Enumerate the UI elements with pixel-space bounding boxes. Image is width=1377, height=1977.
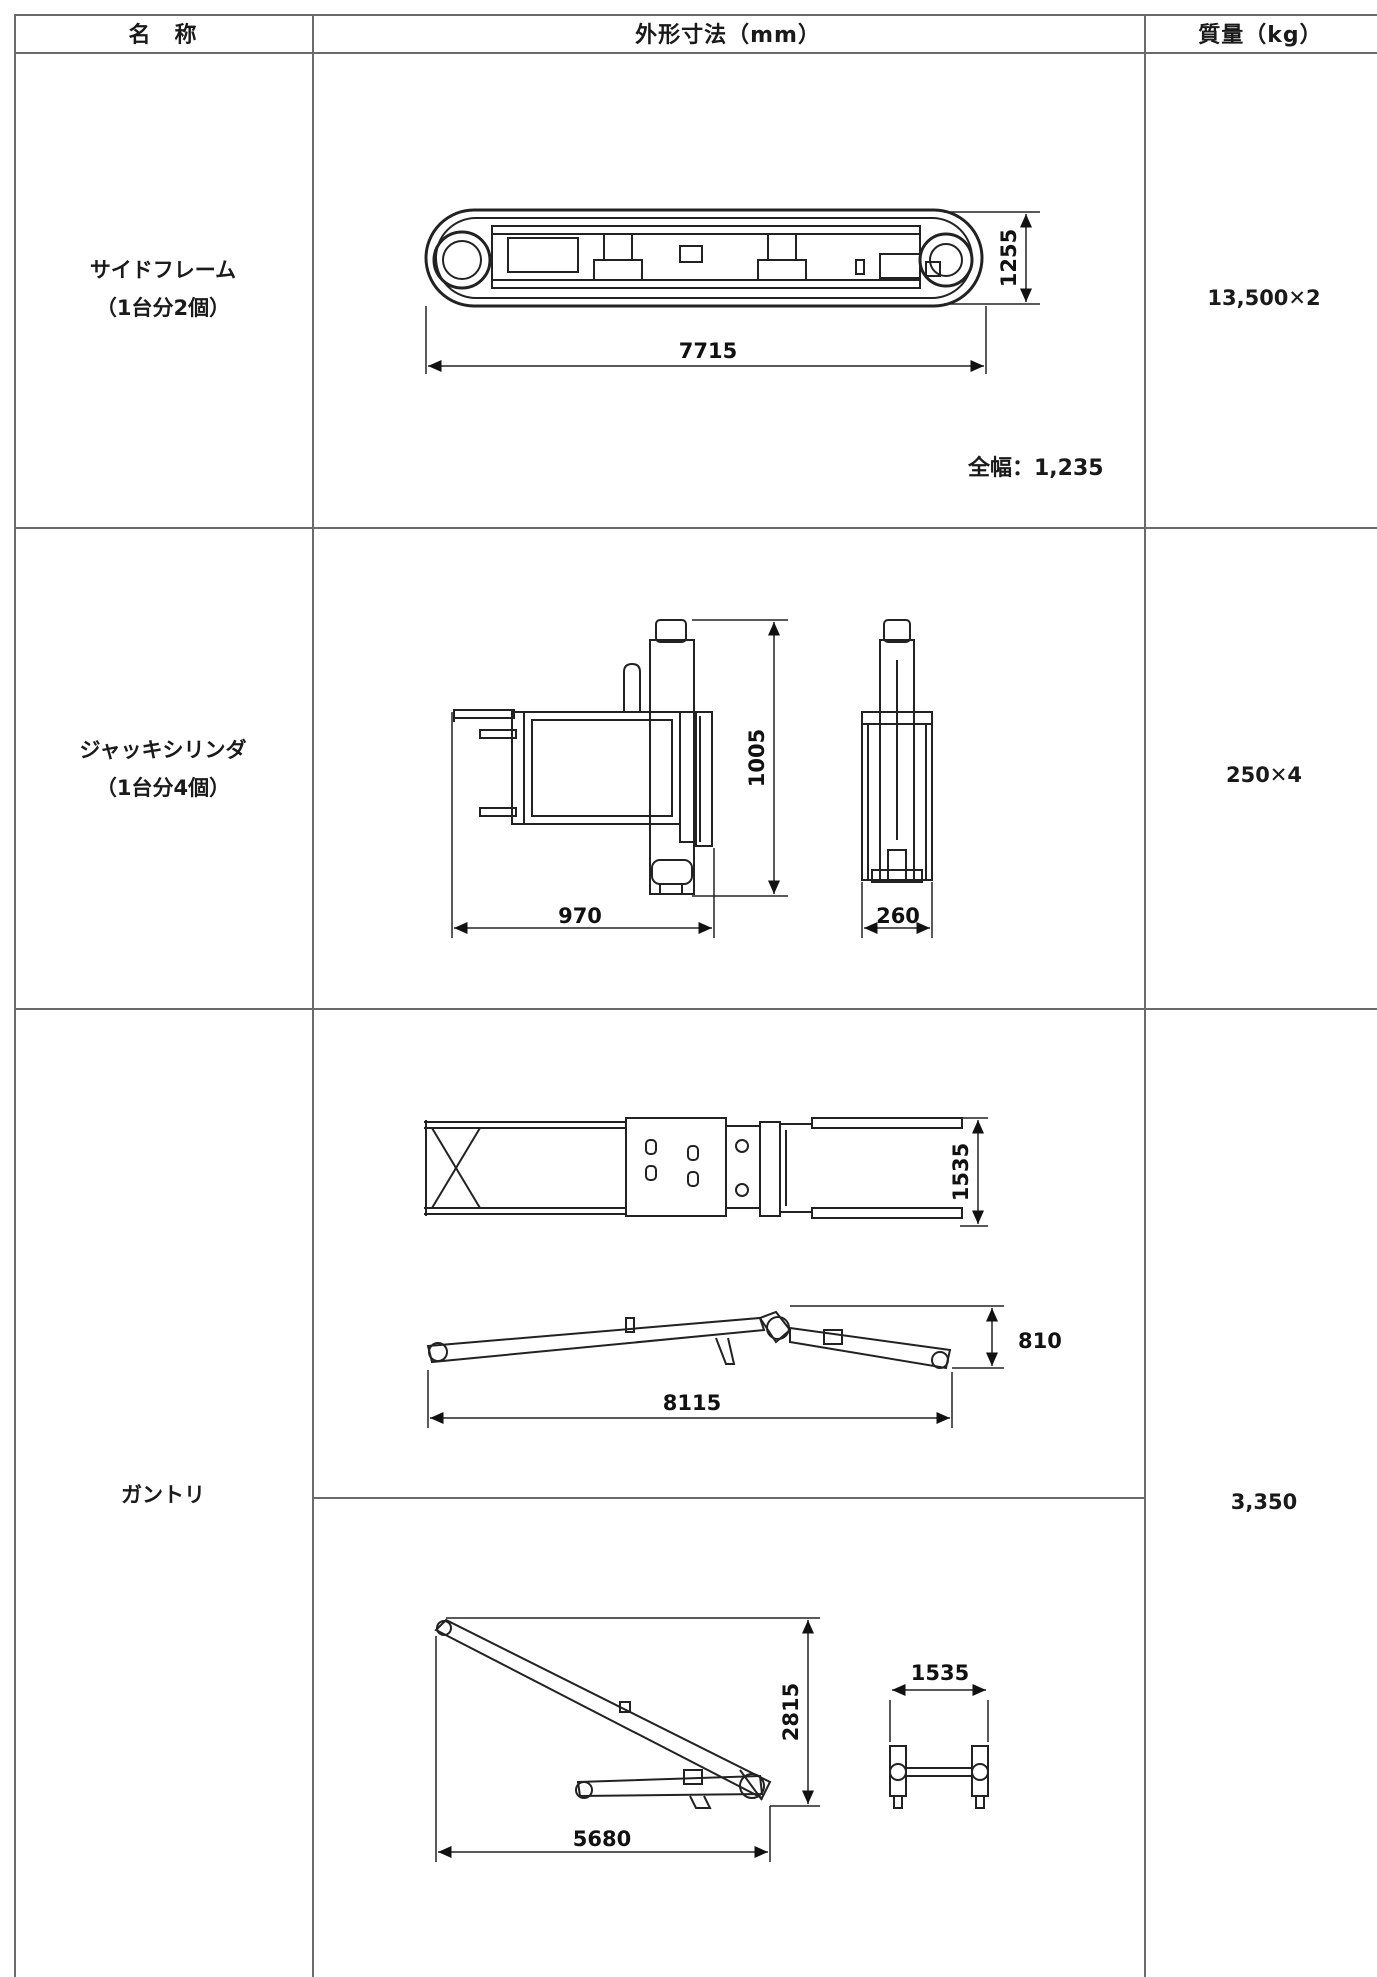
table-top-border	[14, 14, 1377, 16]
row2-name-line2: （1台分4個）	[95, 776, 231, 800]
gantry-side-view-drawing	[426, 1310, 952, 1370]
gantry-inner-divider	[312, 1497, 1144, 1499]
gantry-raised-length-label: 5680	[573, 1827, 631, 1851]
side-frame-height-label: 1255	[997, 229, 1021, 287]
jack-cylinder-side-width-label: 260	[876, 904, 920, 928]
row1-name-line2: （1台分2個）	[95, 296, 231, 320]
row1-name-line1: サイドフレーム	[89, 258, 237, 282]
column-divider-mass	[1144, 14, 1146, 1977]
gantry-raised-height-label: 2815	[779, 1683, 803, 1741]
row3-name: ガントリ	[14, 1476, 312, 1514]
gantry-side-view-dimensions	[427, 1305, 1004, 1428]
row3-name-line1: ガントリ	[121, 1483, 205, 1507]
gantry-top-view-drawing	[424, 1117, 963, 1219]
header-dimensions: 外形寸法（mm）	[635, 23, 821, 48]
gantry-top-view-dimensions	[960, 1117, 988, 1227]
header-mass: 質量（kg）	[1198, 23, 1323, 48]
side-frame-drawing	[424, 208, 984, 308]
row2-mass: 250✕4	[1225, 763, 1303, 787]
gantry-top-width-label: 1535	[949, 1143, 973, 1201]
row1-bottom-border	[14, 527, 1377, 529]
row2-name-line1: ジャッキシリンダ	[79, 738, 247, 762]
row2-name: ジャッキシリンダ （1台分4個）	[14, 731, 312, 807]
row1-overall-width-note: 全幅：1,235	[968, 456, 1104, 481]
gantry-side-height-label: 810	[1018, 1329, 1062, 1353]
gantry-raised-view-drawing	[434, 1618, 772, 1809]
gantry-end-view-drawing	[889, 1745, 989, 1809]
side-frame-dimensions	[425, 211, 1040, 374]
jack-cylinder-front-drawing	[453, 619, 713, 895]
row3-mass: 3,350	[1230, 1490, 1298, 1514]
gantry-end-width-label: 1535	[911, 1661, 969, 1685]
row1-name: サイドフレーム （1台分2個）	[14, 251, 312, 327]
gantry-side-length-label: 8115	[663, 1391, 721, 1415]
gantry-raised-view-dimensions	[435, 1617, 989, 1862]
header-name: 名 称	[128, 23, 198, 48]
column-divider-name	[312, 14, 314, 1977]
jack-cylinder-height-label: 1005	[745, 729, 769, 787]
row2-bottom-border	[14, 1008, 1377, 1010]
jack-cylinder-width-label: 970	[558, 904, 602, 928]
jack-cylinder-dimensions	[451, 619, 933, 938]
row1-mass: 13,500✕2	[1207, 286, 1321, 310]
table-left-border	[14, 14, 16, 1977]
header-bottom-border	[14, 52, 1377, 54]
jack-cylinder-side-drawing	[861, 619, 933, 883]
side-frame-length-label: 7715	[679, 339, 737, 363]
